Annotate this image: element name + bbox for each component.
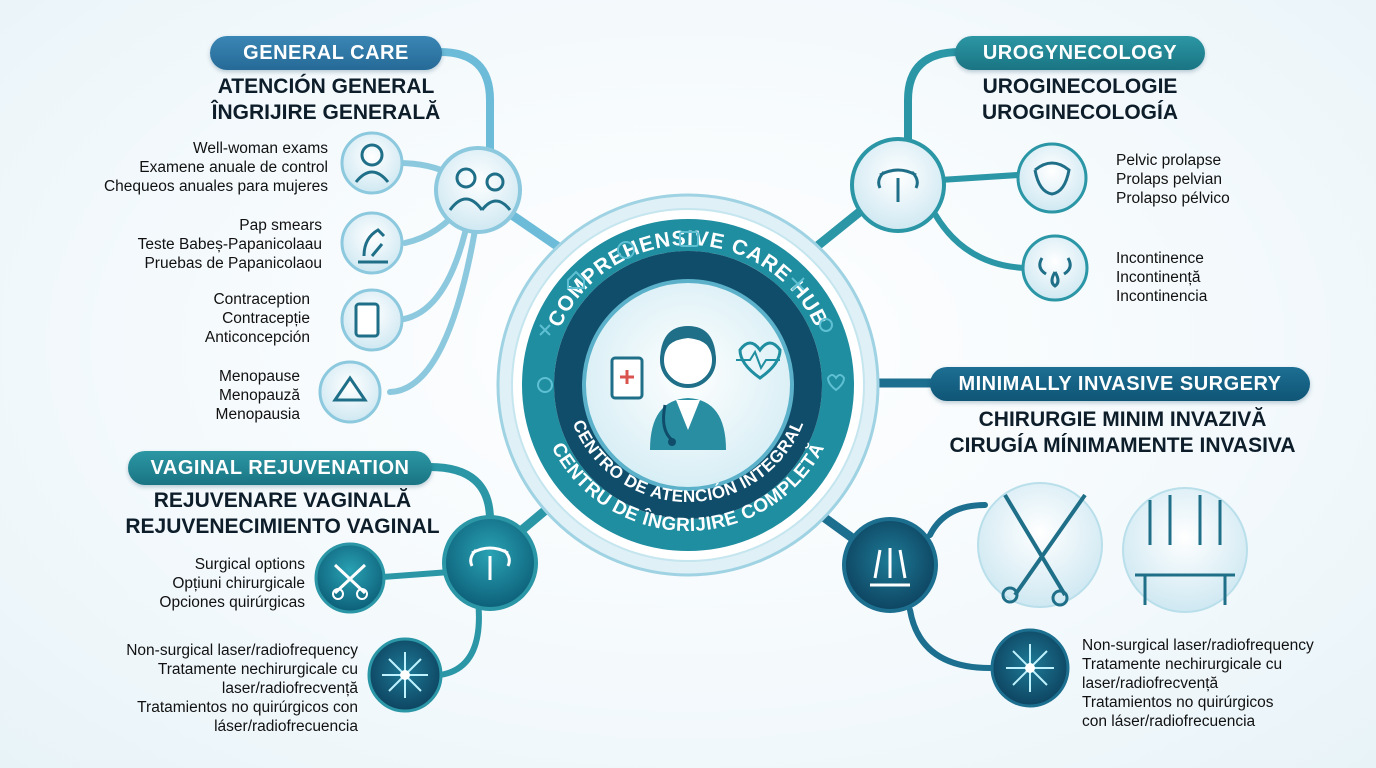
surgical-tools-icon xyxy=(977,482,1103,608)
heart-icon xyxy=(826,374,846,392)
urogynecology-header: UROGYNECOLOGY xyxy=(955,36,1205,70)
item-line: Teste Babeș-Papanicolaau xyxy=(137,236,322,253)
ring-icons xyxy=(537,231,846,393)
item-line: Opciones quirúrgicas xyxy=(159,594,305,611)
fan-icon xyxy=(318,360,382,424)
item-line: Pelvic prolapse xyxy=(1116,152,1222,169)
item-line: Surgical options xyxy=(194,556,305,573)
item-line: Prolaps pelvian xyxy=(1116,171,1222,188)
laser-burst-icon xyxy=(990,628,1070,708)
vaginal-rejuvenation-subtitle-ro: REJUVENARE VAGINALĂ xyxy=(153,489,412,512)
general-care-subtitle-es: ATENCIÓN GENERAL xyxy=(217,75,435,98)
item-line: láser/radiofrecuencia xyxy=(214,718,358,735)
clipboard-icon xyxy=(610,356,644,400)
minimally-invasive-subtitle-ro: CHIRURGIE MINIM INVAZIVĂ xyxy=(978,408,1267,431)
item-line: Incontinență xyxy=(1116,269,1201,286)
item-line: Pap smears xyxy=(239,217,322,234)
item-line: Non-surgical laser/radiofrequency xyxy=(126,642,358,659)
item-line: Tratamientos no quirúrgicos con xyxy=(137,699,358,716)
shield-icon xyxy=(567,270,585,289)
bandage-icon xyxy=(791,277,805,291)
central-hub: COMPREHENSIVE CARE HUB CENTRO DE ATENCIÓ… xyxy=(496,193,880,577)
item-line: Well-woman exams xyxy=(193,140,328,157)
pelvis-icon xyxy=(1016,142,1088,214)
urogynecology-subtitles: UROGINECOLOGIE UROGINECOLOGÍA xyxy=(950,74,1210,126)
heartbeat-icon xyxy=(736,341,782,380)
kidney-bladder-icon xyxy=(1021,234,1089,302)
item-line: laser/radiofrecvență xyxy=(1082,675,1219,692)
laser-burst-icon xyxy=(367,637,443,713)
vaginal-rejuvenation-item-surgical: Surgical options Opțiuni chirurgicale Op… xyxy=(60,555,305,612)
urogynecology-item-pelvic-prolapse: Pelvic prolapse Prolaps pelvian Prolapso… xyxy=(1116,151,1316,208)
vaginal-rejuvenation-subtitle-es: REJUVENECIMIENTO VAGINAL xyxy=(125,515,440,538)
vaginal-rejuvenation-subtitles: REJUVENARE VAGINALĂ REJUVENECIMIENTO VAG… xyxy=(110,488,455,540)
microscope-icon xyxy=(340,211,404,275)
general-care-item-well-woman: Well-woman exams Examene anuale de contr… xyxy=(40,139,328,196)
person-icon xyxy=(617,241,635,259)
doctor-icon xyxy=(340,131,404,195)
item-line: Examene anuale de control xyxy=(139,159,328,176)
item-line: Chequeos anuales para mujeres xyxy=(103,178,328,195)
item-line: Tratamente nechirurgicale cu xyxy=(1082,656,1283,673)
item-line: Prolapso pélvico xyxy=(1116,190,1230,207)
stethoscope-icon xyxy=(819,318,833,332)
head-icon xyxy=(537,377,553,393)
minimally-invasive-subtitles: CHIRURGIE MINIM INVAZIVĂ CIRUGÍA MÍNIMAM… xyxy=(925,407,1320,459)
item-line: laser/radiofrecvență xyxy=(221,680,358,697)
general-care-icon xyxy=(434,146,522,234)
general-care-item-menopause: Menopause Menopauză Menopausia xyxy=(40,367,300,424)
minimally-invasive-header: MINIMALLY INVASIVE SURGERY xyxy=(930,367,1310,401)
item-line: Contracepție xyxy=(222,310,310,327)
item-line: Contraception xyxy=(213,291,310,308)
item-line: Opțiuni chirurgicale xyxy=(172,575,305,592)
robotic-surgery-icon xyxy=(1122,487,1248,613)
vaginal-rejuvenation-item-laser: Non-surgical laser/radiofrequency Tratam… xyxy=(40,641,358,736)
general-care-item-contraception: Contraception Contracepție Anticoncepció… xyxy=(40,290,310,347)
general-care-subtitle-ro: ÎNGRIJIRE GENERALĂ xyxy=(211,101,441,124)
urogynecology-subtitle-ro: UROGINECOLOGIE xyxy=(982,75,1178,98)
item-line: Menopause xyxy=(218,368,300,385)
minimally-invasive-subtitle-es: CIRUGÍA MÍNIMAMENTE INVASIVA xyxy=(949,434,1296,457)
minimally-invasive-item-laser: Non-surgical laser/radiofrequency Tratam… xyxy=(1082,636,1372,731)
doctor-icon xyxy=(650,326,726,450)
general-care-item-pap-smears: Pap smears Teste Babeș-Papanicolaau Prue… xyxy=(40,216,322,273)
item-line: Incontinence xyxy=(1116,250,1204,267)
item-line: con láser/radiofrecuencia xyxy=(1082,713,1256,730)
general-care-header: GENERAL CARE xyxy=(210,36,442,70)
item-line: Anticoncepción xyxy=(204,329,310,346)
urogynecology-item-incontinence: Incontinence Incontinență Incontinencia xyxy=(1116,249,1316,306)
item-line: Menopausia xyxy=(215,406,300,423)
molecule-icon xyxy=(539,324,551,336)
item-line: Menopauză xyxy=(218,387,300,404)
item-line: Tratamente nechirurgicale cu xyxy=(157,661,358,678)
item-line: Pruebas de Papanicolaou xyxy=(144,255,322,272)
vaginal-rejuvenation-header: VAGINAL REJUVENATION xyxy=(128,451,432,485)
general-care-subtitles: ATENCIÓN GENERAL ÎNGRIJIRE GENERALĂ xyxy=(200,74,452,126)
item-line: Tratamientos no quirúrgicos xyxy=(1082,694,1274,711)
item-line: Non-surgical laser/radiofrequency xyxy=(1082,637,1314,654)
urogynecology-subtitle-es: UROGINECOLOGÍA xyxy=(981,101,1178,124)
first-aid-kit-icon xyxy=(679,231,699,247)
item-line: Incontinencia xyxy=(1116,288,1208,305)
